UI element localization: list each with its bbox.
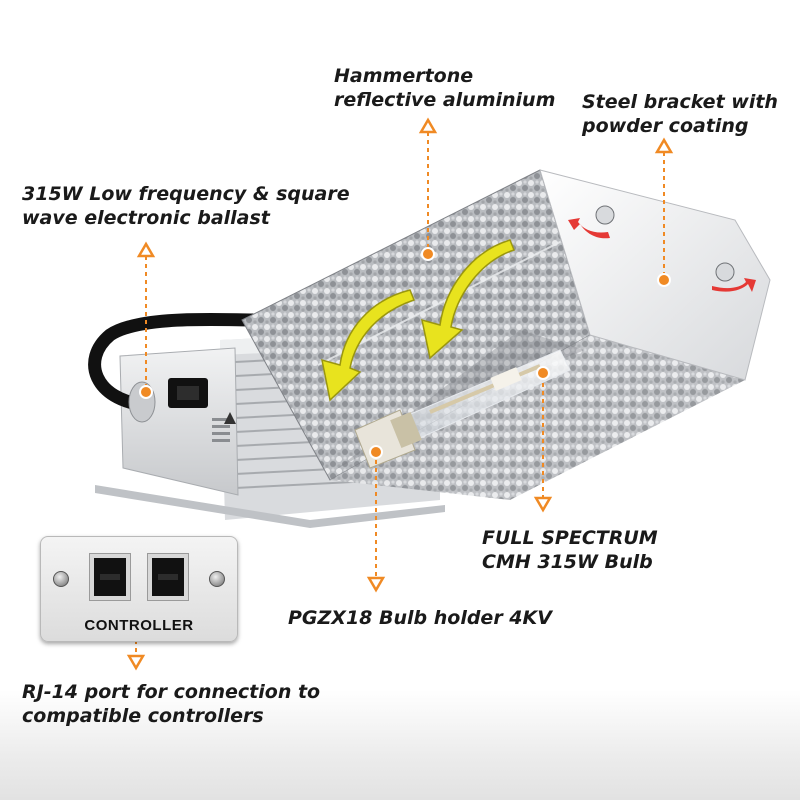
steel-bracket [539,169,771,381]
orange-dot-icon [139,247,671,459]
bracket-knob [595,205,735,282]
ballast-label-line-2: wave electronic ballast [22,207,270,229]
ballast-label: 315W Low frequency & square wave electro… [22,182,350,230]
screw-icon [209,571,225,587]
rj14-port-1 [89,553,131,601]
reflector-label: Hammertone reflective aluminium [334,64,555,112]
red-curved-arrow-icon [568,218,756,292]
pointer-leaders [135,132,665,658]
controller-panel: CONTROLLER [40,536,238,642]
reflector-label-line-2: reflective aluminium [334,89,556,111]
rj14-label: RJ-14 port for connection to compatible … [22,680,320,728]
bulb-label: FULL SPECTRUM CMH 315W Bulb [482,526,658,574]
rj14-label-line-2: compatible controllers [22,705,264,727]
holder-label-line-1: PGZX18 Bulb holder 4KV [288,607,552,629]
bracket-label: Steel bracket with powder coating [582,90,778,138]
ballast-label-line-1: 315W Low frequency & square [22,183,350,205]
rj14-port-2 [147,553,189,601]
bulb-label-line-1: FULL SPECTRUM [482,527,658,549]
hollow-orange-triangle-icon [126,117,674,671]
holder-label: PGZX18 Bulb holder 4KV [288,606,552,630]
floor-shadow [0,690,800,800]
rj14-label-line-1: RJ-14 port for connection to [22,681,321,703]
controller-label: CONTROLLER [84,617,194,634]
screw-icon [53,571,69,587]
yellow-curved-arrow-icon [321,239,515,402]
bracket-label-line-2: powder coating [582,115,749,137]
reflector-label-line-1: Hammertone [334,65,474,87]
bulb-label-line-2: CMH 315W Bulb [482,551,653,573]
bracket-label-line-1: Steel bracket with [582,91,778,113]
